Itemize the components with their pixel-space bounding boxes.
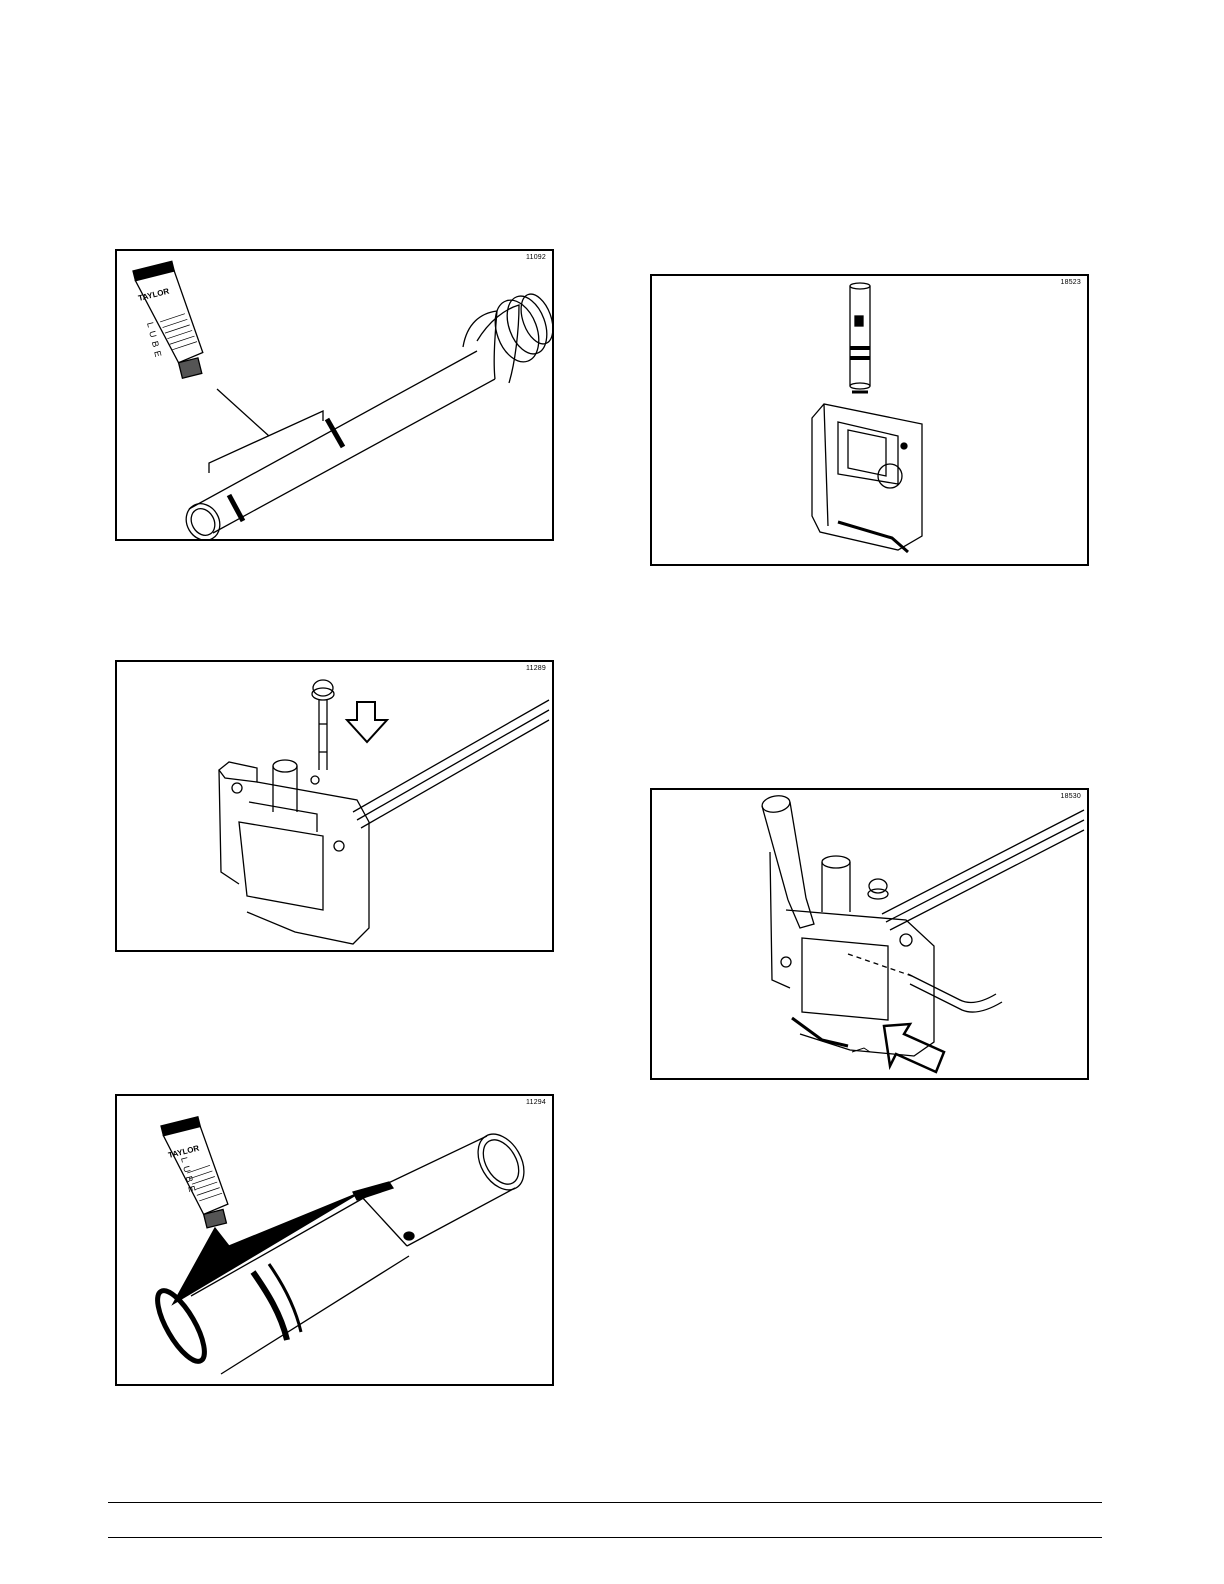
handle-icon [761,794,814,928]
pin-icon [850,283,870,392]
valve-pin-lube-illustration: TAYLOR LUBE [117,1096,552,1384]
down-arrow-icon [347,702,387,742]
figure-11289: 11289 [115,660,554,952]
valve-body-icon [812,404,922,552]
figure-18523: 18523 [650,274,1089,566]
lube-tube-icon [133,259,208,383]
bolt-bracket-illustration [117,662,552,950]
footer-rule-bottom [108,1537,1102,1538]
figure-18530: 18530 [650,788,1089,1080]
mounting-bracket-icon [219,760,369,944]
lube-tube-icon [161,1115,232,1233]
footer-rule-top [108,1502,1102,1503]
up-left-arrow-icon [884,1024,944,1072]
handle-pin-assembly-illustration [652,790,1087,1078]
shaft-lube-illustration: TAYLOR LUBE [117,251,552,539]
figure-11294: 11294 TAYLOR LUBE [115,1094,554,1386]
pin-valve-body-illustration [652,276,1087,564]
figure-11092: 11092 TAYLOR LUBE [115,249,554,541]
bolt-icon [312,680,334,770]
